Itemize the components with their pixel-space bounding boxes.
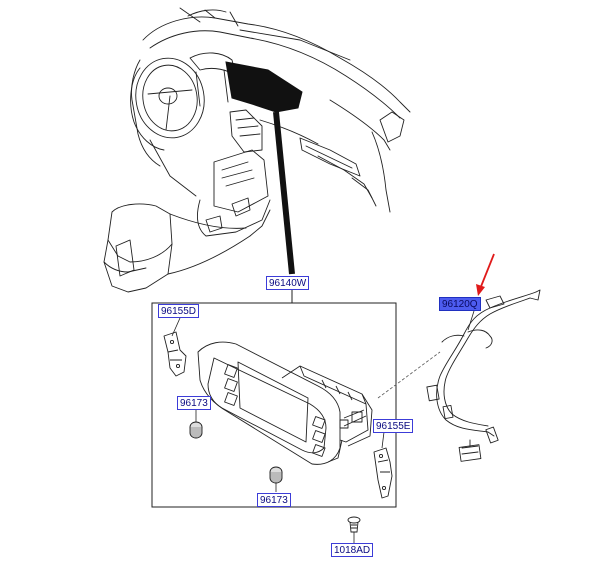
left-bracket-part [163,331,187,377]
red-pointer-arrow [476,253,495,296]
head-unit-location [225,61,303,113]
head-unit-part [197,341,373,465]
leader-96120q [467,310,475,331]
assembly-leader [273,111,295,275]
label-96173-lower[interactable]: 96173 [257,493,291,507]
screw-part [347,516,361,533]
leader-96155e [381,431,385,449]
label-96155d[interactable]: 96155D [158,304,200,318]
bushing-lower-part [269,466,283,484]
label-96155e[interactable]: 96155E [373,419,414,433]
right-bracket-part [373,447,393,499]
bushing-upper-part [189,421,203,439]
assembly-box [151,302,397,508]
label-96140w[interactable]: 96140W [266,276,310,290]
wiring-harness-part [426,289,541,462]
label-1018ad[interactable]: 1018AD [331,543,374,557]
leader-96155d [171,317,181,337]
wiring-dashed-leader [377,351,441,399]
dashboard-illustration [103,7,411,293]
label-96173-upper[interactable]: 96173 [177,396,211,410]
label-96120q-selected[interactable]: 96120Q [439,297,481,311]
